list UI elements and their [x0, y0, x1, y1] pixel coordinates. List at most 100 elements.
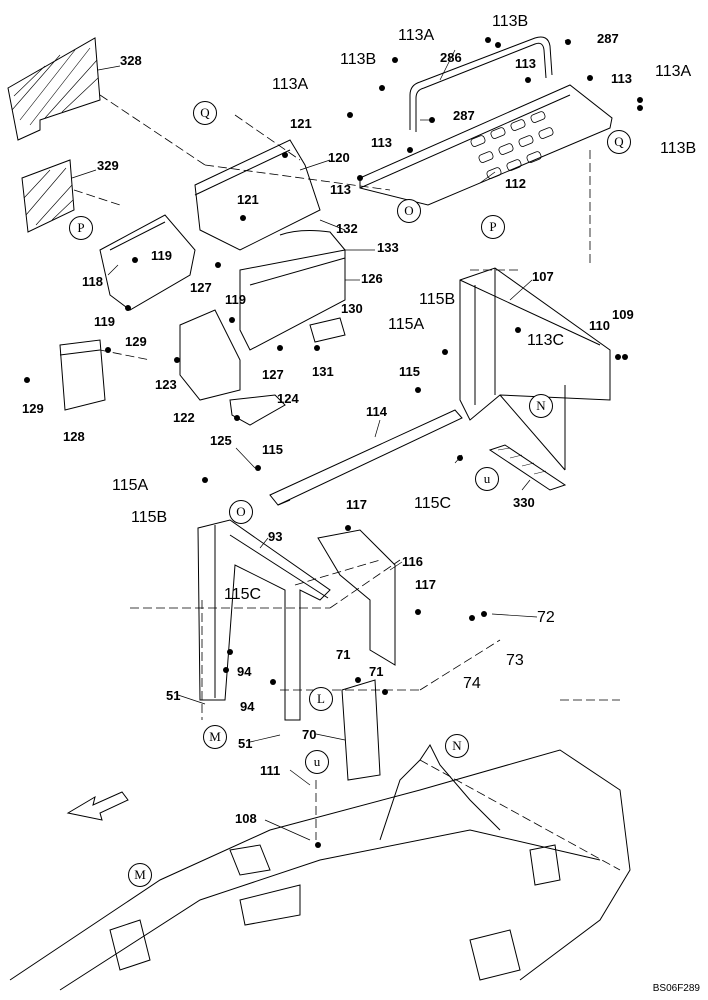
base-frame: [9, 744, 631, 991]
part-114-label: 114: [366, 404, 387, 419]
ref-m: M: [203, 725, 227, 749]
part-127-label: 127: [262, 367, 284, 382]
part-133-label: 133: [377, 240, 399, 255]
part-113-label: 113: [515, 56, 536, 71]
ref-u: u: [475, 467, 499, 491]
part-112-label: 112: [505, 176, 526, 191]
pad-329: [21, 159, 75, 233]
part-127-label: 127: [190, 280, 212, 295]
part-107-label: 107: [532, 269, 554, 284]
cover-126: [239, 249, 346, 351]
part-113b-label: 113B: [660, 140, 697, 157]
part-113a-label: 113A: [655, 63, 692, 80]
part-119-label: 119: [225, 292, 246, 307]
part-73-label: 73: [506, 652, 524, 669]
part-71-label: 71: [336, 647, 351, 662]
cover-128: [59, 339, 106, 411]
part-115b-label: 115B: [131, 509, 168, 526]
ref-l: L: [309, 687, 333, 711]
part-109-label: 109: [612, 307, 634, 322]
step-plate-112: [359, 84, 613, 206]
ref-o: O: [229, 500, 253, 524]
part-113b-label: 113B: [340, 51, 377, 68]
part-113b-label: 113B: [492, 13, 529, 30]
part-94-label: 94: [237, 664, 252, 679]
part-51-label: 51: [166, 688, 181, 703]
frame-107: [459, 267, 611, 471]
part-286-label: 286: [440, 50, 462, 65]
part-115b-label: 115B: [419, 291, 456, 308]
part-123-label: 123: [155, 377, 177, 392]
drawing-code: BS06F289: [652, 983, 700, 994]
strip-330: [488, 444, 567, 491]
part-115a-label: 115A: [112, 477, 149, 494]
part-131-label: 131: [312, 364, 334, 379]
part-125-label: 125: [210, 433, 232, 448]
part-132-label: 132: [336, 221, 358, 236]
ref-q: Q: [193, 101, 217, 125]
part-71-label: 71: [369, 664, 384, 679]
part-329-label: 329: [97, 158, 119, 173]
part-115c-label: 115C: [414, 495, 452, 512]
part-116-label: 116: [402, 554, 423, 569]
ref-o: O: [397, 199, 421, 223]
ref-u: u: [305, 750, 329, 774]
part-72-label: 72: [537, 609, 555, 626]
part-328-label: 328: [120, 53, 142, 68]
part-113-label: 113: [371, 135, 392, 150]
part-93-label: 93: [268, 529, 283, 544]
part-129-label: 129: [125, 334, 147, 349]
part-119-label: 119: [151, 248, 172, 263]
part-113a-label: 113A: [272, 76, 309, 93]
part-113-label: 113: [611, 71, 632, 86]
bracket-124: [229, 394, 286, 426]
part-129-label: 129: [22, 401, 44, 416]
cover-120: [194, 139, 346, 251]
cover-116: [317, 529, 396, 666]
direction-arrow: [66, 791, 129, 821]
part-113a-label: 113A: [398, 27, 435, 44]
part-115a-label: 115A: [388, 316, 425, 333]
part-74-label: 74: [463, 675, 481, 692]
leader-lines: [71, 39, 571, 841]
bracket-118: [99, 214, 196, 311]
part-70-label: 70: [302, 727, 317, 742]
part-330-label: 330: [513, 495, 535, 510]
part-120-label: 120: [328, 150, 350, 165]
part-128-label: 128: [63, 429, 85, 444]
ref-m: M: [128, 863, 152, 887]
part-130-label: 130: [341, 301, 363, 316]
part-115c-label: 115C: [224, 586, 262, 603]
bracket-130: [309, 317, 346, 343]
part-118-label: 118: [82, 274, 103, 289]
part-117-label: 117: [415, 577, 436, 592]
bar-114: [269, 409, 463, 506]
part-117-label: 117: [346, 497, 367, 512]
part-111-label: 111: [260, 763, 281, 778]
part-113-label: 113: [330, 182, 351, 197]
plate-122: [179, 309, 241, 401]
part-115-label: 115: [262, 442, 283, 457]
part-94-label: 94: [240, 699, 255, 714]
part-115-label: 115: [399, 364, 420, 379]
part-122-label: 122: [173, 410, 195, 425]
part-110-label: 110: [589, 318, 610, 333]
ref-p: P: [69, 216, 93, 240]
ref-q: Q: [607, 130, 631, 154]
part-287-label: 287: [453, 108, 475, 123]
part-126-label: 126: [361, 271, 383, 286]
part-113c-label: 113C: [527, 332, 565, 349]
ref-n: N: [529, 394, 553, 418]
fasteners: [24, 37, 643, 848]
part-121-label: 121: [290, 116, 312, 131]
frame-93: [197, 519, 331, 721]
part-51-label: 51: [238, 736, 253, 751]
part-287-label: 287: [597, 31, 619, 46]
handrail-286: [409, 36, 553, 132]
ref-p: P: [481, 215, 505, 239]
part-119-label: 119: [94, 314, 115, 329]
plate-70: [341, 679, 381, 781]
part-121-label: 121: [237, 192, 259, 207]
